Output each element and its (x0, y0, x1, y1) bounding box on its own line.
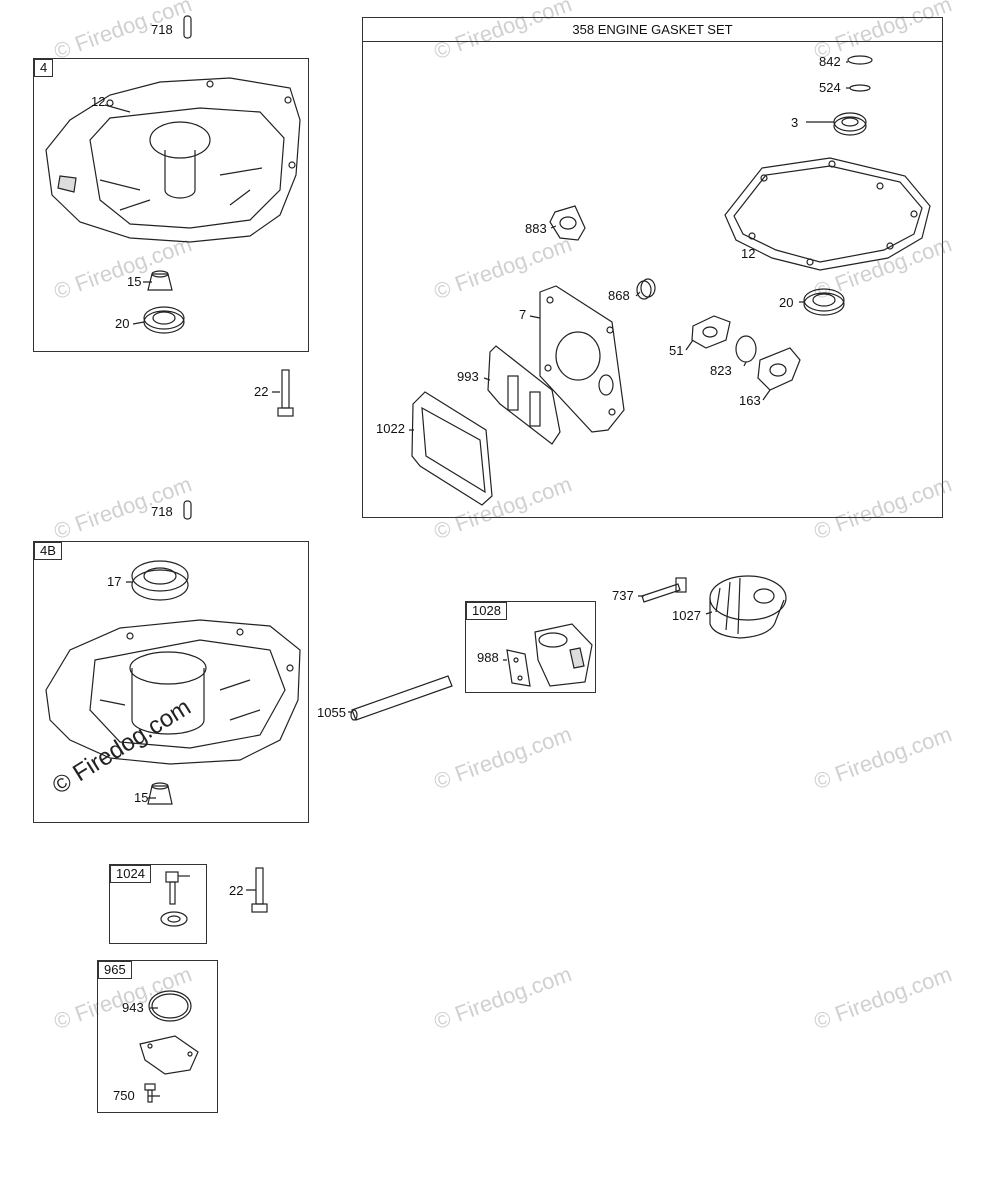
part-label: 1022 (376, 421, 405, 436)
part-label: 22 (229, 883, 244, 898)
kit-1028-drawing (506, 623, 593, 687)
kit-1028-tag: 1028 (466, 602, 507, 620)
part-label: 7 (519, 307, 527, 322)
bolt-22-drawing (277, 369, 294, 417)
seal-20-kit-drawing (803, 288, 845, 316)
part-label: 3 (791, 115, 799, 130)
kit-965-drawing (139, 990, 199, 1103)
seal-868-drawing (636, 278, 656, 300)
kit-4b-tag: 4B (34, 542, 62, 560)
kit-1024-tag: 1024 (110, 865, 151, 883)
kit-965-tag: 965 (98, 961, 132, 979)
kit-4b-box: 4B (33, 541, 309, 823)
gasket-163-drawing (757, 347, 801, 391)
part-label: 17 (107, 574, 122, 589)
gasket-set-box: 358 ENGINE GASKET SET (362, 17, 943, 518)
gasket-1022-drawing (411, 391, 493, 506)
part-label: 12 (741, 246, 756, 261)
part-label: 993 (457, 369, 479, 384)
part-label: 718 (151, 22, 173, 37)
part-label: 22 (254, 384, 269, 399)
part-label: 737 (612, 588, 634, 603)
bearing-17-drawing (131, 560, 189, 601)
plug-15-drawing (147, 270, 173, 291)
gasket-12-drawing (724, 157, 931, 271)
seal-3-drawing (833, 112, 867, 136)
kit-4-box: 4 (33, 58, 309, 352)
part-label: 15 (127, 274, 142, 289)
gasket-993-drawing (487, 345, 561, 445)
leader-lines (104, 61, 850, 1097)
part-label: 718 (151, 504, 173, 519)
pin-718-top-drawing (183, 15, 192, 39)
oil-filter-1027-drawing (709, 575, 787, 639)
part-label: 12 (91, 94, 106, 109)
tube-1055-drawing (350, 675, 453, 721)
seal-20-drawing (143, 306, 185, 334)
gasket-set-title: 358 ENGINE GASKET SET (363, 18, 942, 42)
o-ring-842-drawing (847, 55, 873, 65)
part-label: 943 (122, 1000, 144, 1015)
part-label: 524 (819, 80, 841, 95)
part-label: 750 (113, 1088, 135, 1103)
kit-4-tag: 4 (34, 59, 54, 77)
part-label: 20 (779, 295, 794, 310)
kit-1024-box: 1024 (109, 864, 207, 944)
part-label: 823 (710, 363, 732, 378)
part-label: 20 (115, 316, 130, 331)
kit-1028-box: 1028 (465, 601, 596, 693)
part-label: 988 (477, 650, 499, 665)
gasket-51-drawing (691, 315, 731, 349)
part-label: 51 (669, 343, 684, 358)
head-gasket-7-drawing (539, 285, 625, 433)
kit-1024-drawing (160, 871, 190, 927)
part-label: 15 (134, 790, 149, 805)
part-label: 1055 (317, 705, 346, 720)
bolt-737-drawing (641, 577, 687, 603)
pin-718-middle-drawing (183, 500, 192, 520)
part-label: 883 (525, 221, 547, 236)
part-label: 868 (608, 288, 630, 303)
part-label: 842 (819, 54, 841, 69)
crankcase-drawing (45, 619, 301, 765)
bolt-22-lower-drawing (251, 867, 268, 913)
gasket-883-drawing (549, 205, 586, 241)
part-label: 1027 (672, 608, 701, 623)
kit-965-box: 965 (97, 960, 218, 1113)
part-label: 163 (739, 393, 761, 408)
